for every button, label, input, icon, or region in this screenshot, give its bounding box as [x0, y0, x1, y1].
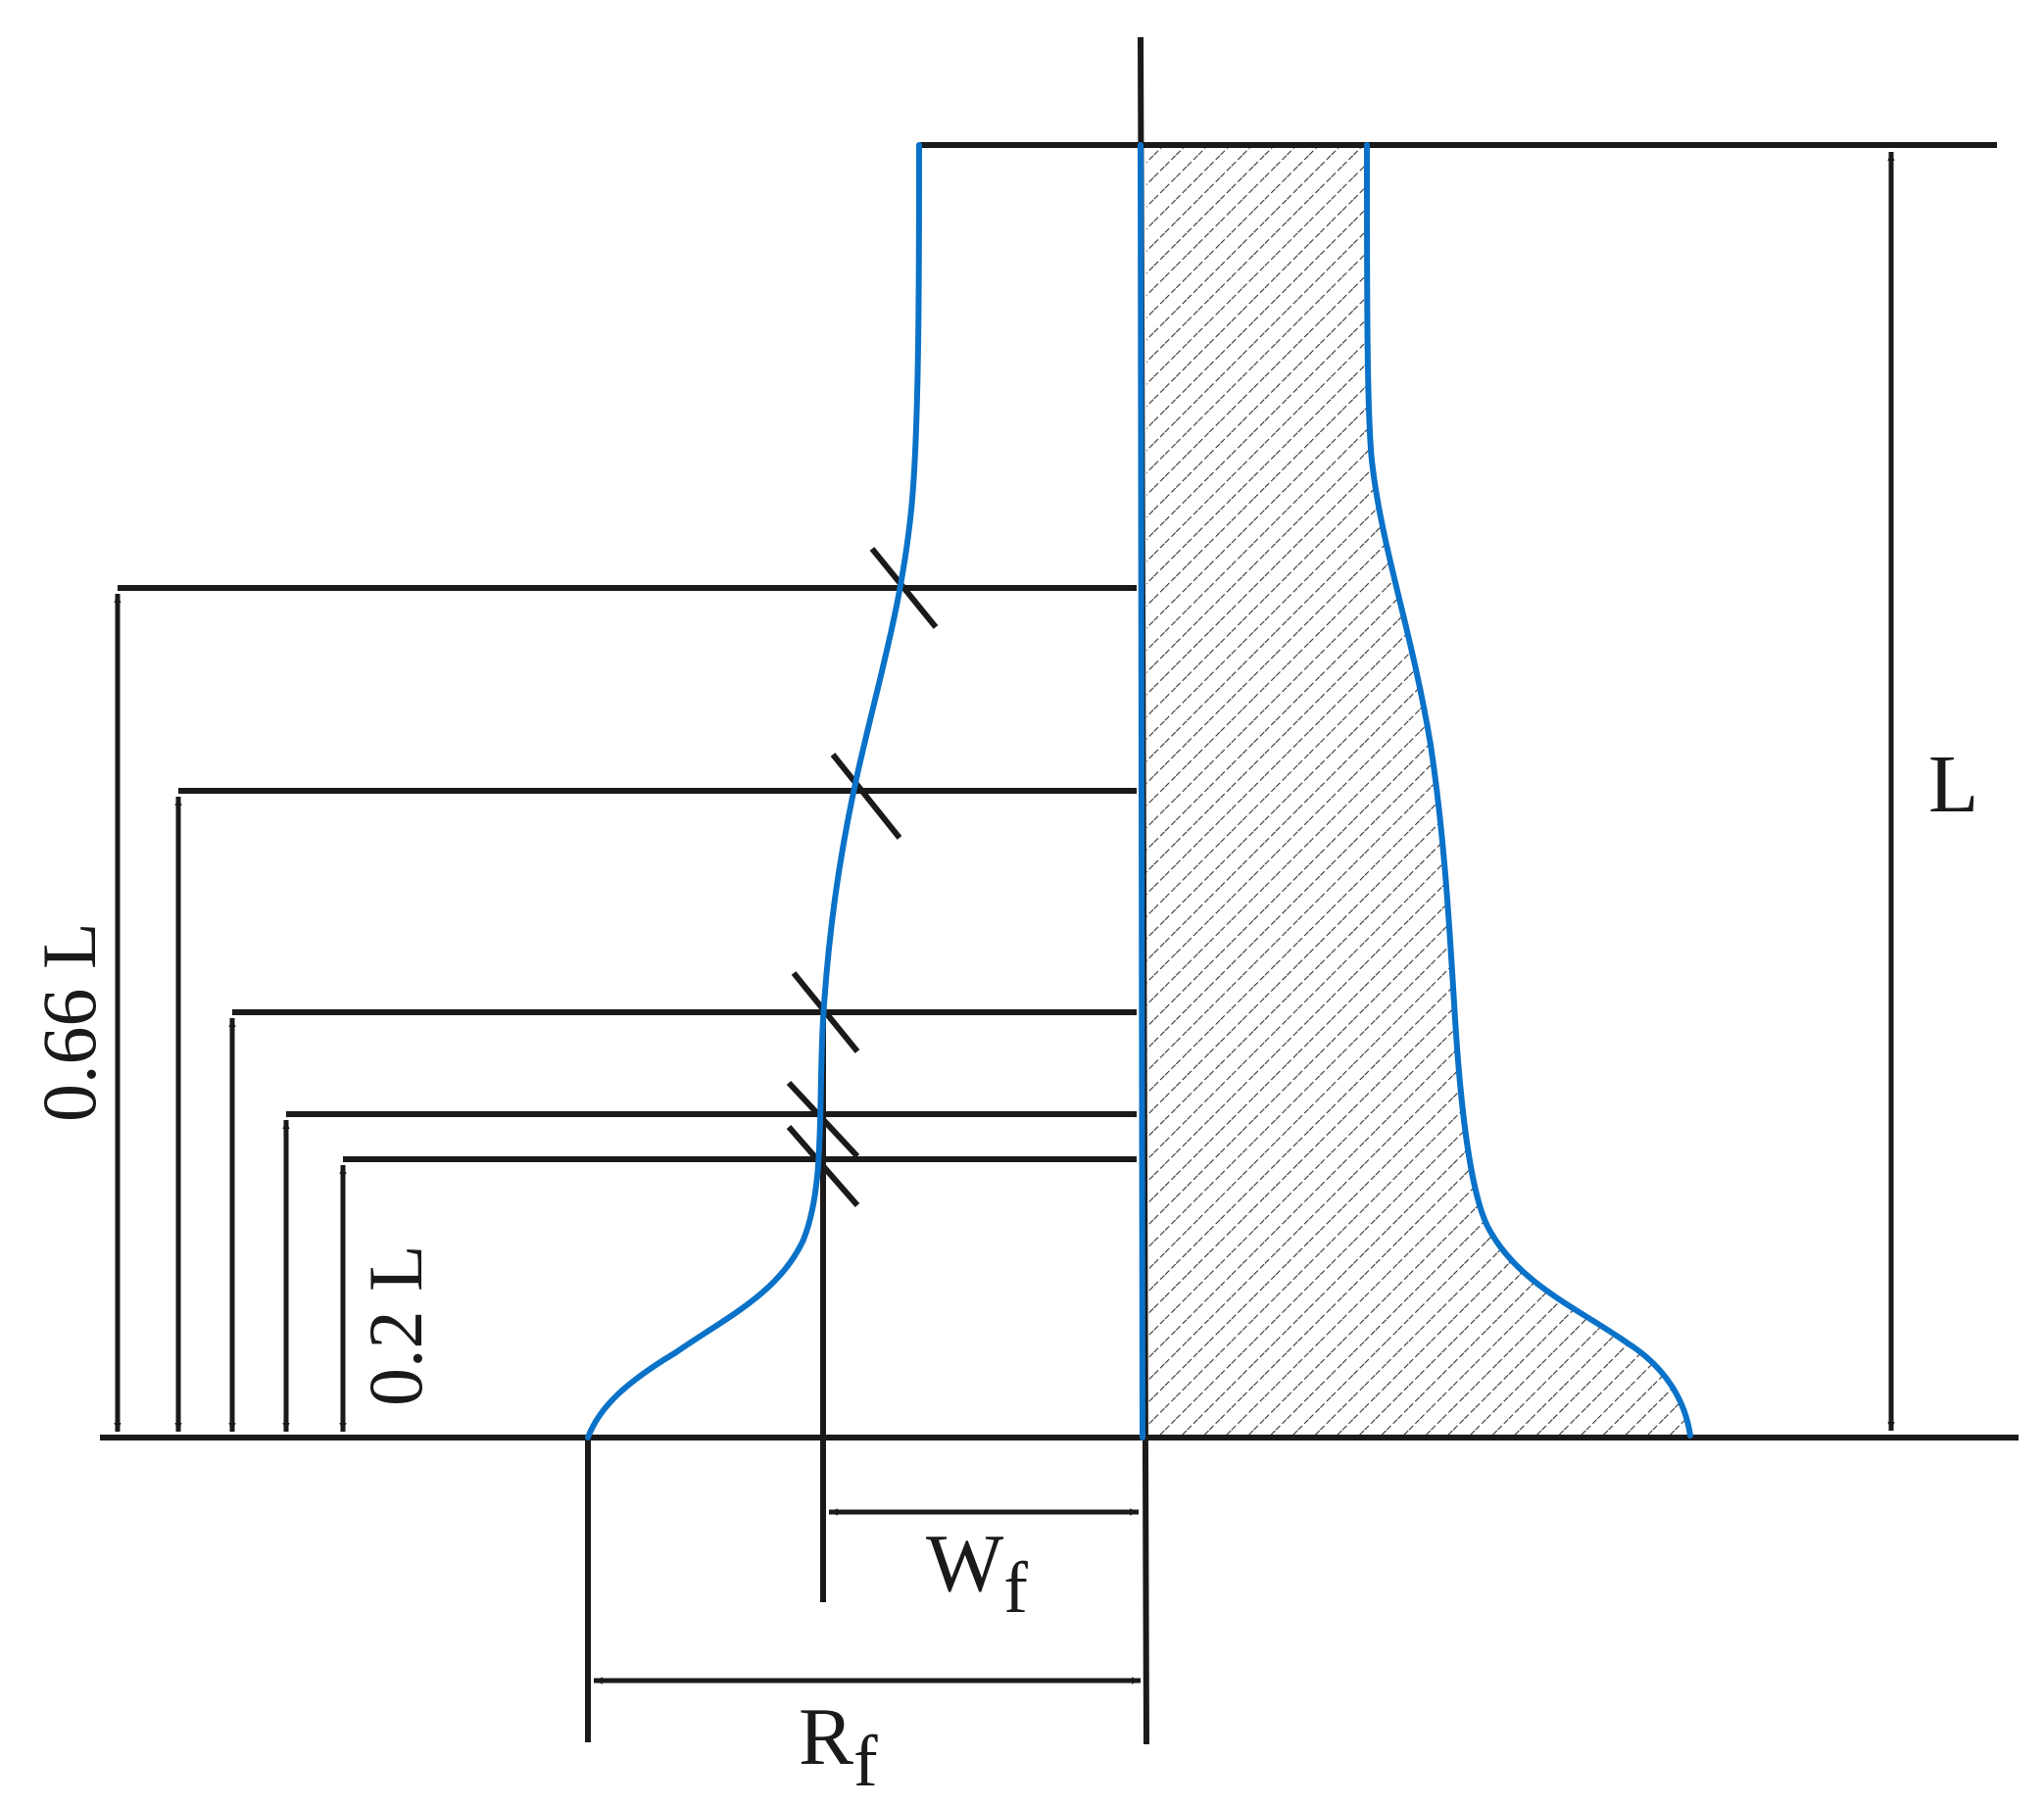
- label-066L: 0.66 L: [26, 922, 112, 1122]
- center-profile: [1138, 142, 1145, 1440]
- label-02L: 0.2 L: [353, 1245, 438, 1406]
- label-Rf: Rf: [799, 1691, 878, 1802]
- label-Wf-main: W: [926, 1518, 1004, 1609]
- left-profile: [585, 142, 922, 1440]
- tick-5: [786, 1125, 860, 1207]
- outline-lines: [100, 36, 2019, 1745]
- tick-1: [869, 547, 939, 629]
- label-Rf-main: R: [799, 1691, 853, 1782]
- dimension-arrows: [114, 152, 1895, 1684]
- hatched-section: [1146, 145, 1690, 1436]
- label-Wf: Wf: [926, 1518, 1028, 1629]
- label-L: L: [1928, 739, 1978, 830]
- tick-2: [830, 753, 902, 840]
- label-Wf-sub: f: [1003, 1548, 1028, 1629]
- label-Rf-sub: f: [853, 1722, 878, 1802]
- right-profile: [1364, 142, 1693, 1439]
- profile-curves: [585, 142, 1693, 1440]
